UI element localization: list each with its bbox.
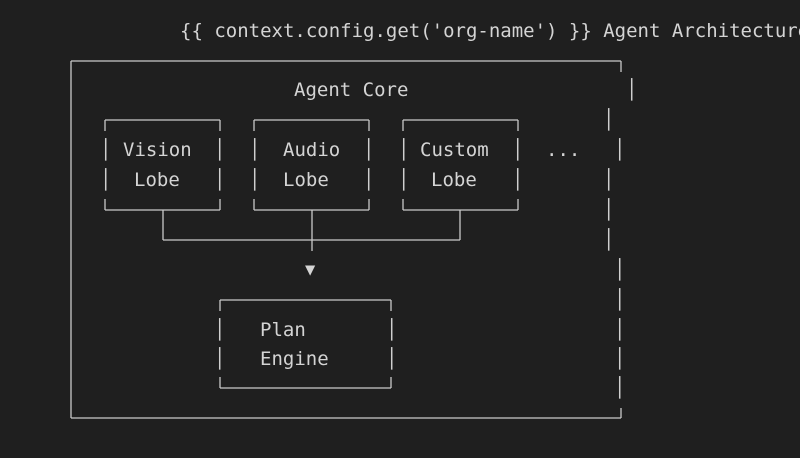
custom-lobe-label-line2: Lobe bbox=[431, 169, 477, 191]
more-lobes-ellipsis: ... bbox=[546, 139, 581, 161]
plan-engine-left-bar: │ bbox=[214, 348, 226, 370]
agent-core-label: Agent Core bbox=[294, 79, 409, 101]
plan-engine-right-bar: │ bbox=[386, 319, 398, 341]
core-right-bar: │ bbox=[614, 319, 626, 341]
custom-lobe-left-bar: │ bbox=[398, 169, 410, 191]
diagram-title: {{ context.config.get('org-name') }} Age… bbox=[180, 20, 800, 42]
vision-lobe-right-bar: │ bbox=[214, 139, 226, 161]
core-right-bar: │ bbox=[603, 229, 615, 251]
plan-engine-label-line2: Engine bbox=[260, 348, 329, 370]
custom-lobe-label-line1: Custom bbox=[420, 139, 489, 161]
vision-lobe-left-bar: │ bbox=[100, 139, 112, 161]
audio-lobe-left-bar: │ bbox=[249, 139, 261, 161]
core-right-bar: │ bbox=[614, 377, 626, 399]
down-arrow-icon: ▼ bbox=[305, 260, 316, 280]
core-right-bar: │ bbox=[603, 199, 615, 221]
core-right-bar: │ bbox=[614, 139, 626, 161]
core-right-bar: │ bbox=[626, 79, 638, 101]
plan-engine-left-bar: │ bbox=[214, 319, 226, 341]
custom-lobe-right-bar: │ bbox=[512, 169, 524, 191]
core-right-bar: │ bbox=[603, 169, 615, 191]
custom-lobe-left-bar: │ bbox=[398, 139, 410, 161]
vision-lobe-left-bar: │ bbox=[100, 169, 112, 191]
vision-lobe-right-bar: │ bbox=[214, 169, 226, 191]
plan-engine-right-bar: │ bbox=[386, 348, 398, 370]
audio-lobe-right-bar: │ bbox=[363, 139, 375, 161]
audio-lobe-left-bar: │ bbox=[249, 169, 261, 191]
plan-engine-label-line1: Plan bbox=[260, 319, 306, 341]
audio-lobe-label-line2: Lobe bbox=[283, 169, 329, 191]
core-right-bar: │ bbox=[614, 289, 626, 311]
core-right-bar: │ bbox=[614, 348, 626, 370]
audio-lobe-right-bar: │ bbox=[363, 169, 375, 191]
custom-lobe-right-bar: │ bbox=[512, 139, 524, 161]
vision-lobe-label-line1: Vision bbox=[123, 139, 192, 161]
vision-lobe-label-line2: Lobe bbox=[134, 169, 180, 191]
core-right-bar: │ bbox=[614, 259, 626, 281]
audio-lobe-label-line1: Audio bbox=[283, 139, 341, 161]
core-right-bar: │ bbox=[603, 109, 615, 131]
